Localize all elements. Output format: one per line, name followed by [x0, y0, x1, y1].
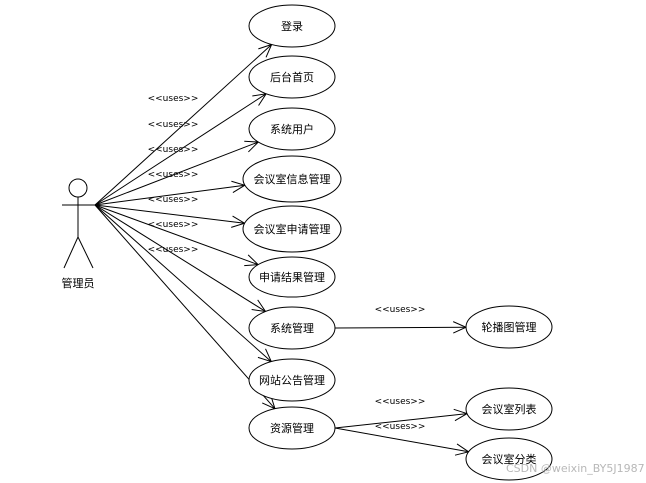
use-case-ellipse	[248, 306, 336, 350]
relation-label: <<uses>>	[148, 195, 199, 205]
relation-system-management-carousel-management	[334, 321, 468, 334]
actor-right-leg	[77, 236, 94, 269]
use-case-resource-management[interactable]: 资源管理	[248, 406, 336, 450]
relation-line	[94, 141, 259, 206]
actor-label: 管理员	[62, 276, 95, 290]
use-case-ellipse	[242, 155, 342, 203]
relation-line	[334, 326, 467, 329]
relation-label: <<uses>>	[375, 422, 426, 432]
use-case-ellipse	[248, 4, 336, 48]
use-case-nodes: 登录后台首页系统用户会议室信息管理会议室申请管理申请结果管理系统管理网站公告管理…	[242, 4, 553, 481]
watermark: CSDN @weixin_BY5J1987	[506, 462, 645, 475]
use-case-meeting-room-info[interactable]: 会议室信息管理	[242, 155, 342, 203]
relation-line	[94, 44, 272, 206]
relation-line	[94, 204, 266, 312]
relation-lines	[94, 43, 470, 456]
use-case-ellipse	[248, 107, 336, 151]
relation-line	[94, 93, 267, 206]
use-case-label: 系统用户	[270, 122, 314, 136]
use-case-label: 会议室申请管理	[254, 222, 331, 236]
use-case-meeting-room-list[interactable]: 会议室列表	[465, 387, 553, 431]
relation-resource-management-meeting-room-category	[334, 427, 470, 456]
relation-label: <<uses>>	[148, 245, 199, 255]
relation-label: <<uses>>	[148, 120, 199, 130]
relation-labels: <<uses>> <<uses>> <<uses>> <<uses>> <<uses>>…	[148, 94, 426, 432]
use-case-label: 后台首页	[270, 70, 314, 84]
use-case-ellipse	[248, 406, 336, 450]
use-case-application-result[interactable]: 申请结果管理	[248, 256, 336, 298]
relation-label: <<uses>>	[375, 305, 426, 315]
use-case-login[interactable]: 登录	[248, 4, 336, 48]
use-case-ellipse	[465, 305, 553, 349]
use-case-label: 资源管理	[270, 421, 314, 435]
use-case-ellipse	[248, 358, 336, 402]
relation-line	[94, 204, 276, 410]
use-case-label: 会议室信息管理	[254, 172, 331, 186]
relation-line	[94, 204, 245, 224]
use-case-ellipse	[465, 387, 553, 431]
use-case-label: 申请结果管理	[259, 270, 325, 284]
relation-label: <<uses>>	[148, 145, 199, 155]
use-case-label: 会议室分类	[482, 452, 537, 466]
relation-line	[334, 413, 468, 429]
use-case-label: 登录	[281, 19, 303, 33]
use-case-system-users[interactable]: 系统用户	[248, 107, 336, 151]
use-case-carousel-management[interactable]: 轮播图管理	[465, 305, 553, 349]
use-case-ellipse	[465, 437, 553, 481]
use-case-label: 轮播图管理	[482, 320, 537, 334]
use-case-label: 系统管理	[270, 321, 314, 335]
use-case-ellipse	[248, 256, 336, 298]
use-case-ellipse	[242, 205, 342, 253]
relation-label: <<uses>>	[148, 220, 199, 230]
relation-line	[94, 184, 245, 206]
use-case-meeting-room-application[interactable]: 会议室申请管理	[242, 205, 342, 253]
use-case-label: 网站公告管理	[259, 373, 325, 387]
relation-line	[334, 427, 469, 453]
use-case-meeting-room-category[interactable]: 会议室分类	[465, 437, 553, 481]
actor-administrator[interactable]: 管理员	[62, 178, 96, 290]
actor-left-leg	[63, 236, 79, 269]
use-case-system-management[interactable]: 系统管理	[248, 306, 336, 350]
relation-label: <<uses>>	[148, 94, 199, 104]
actor-head	[68, 178, 88, 198]
use-case-ellipse	[248, 55, 336, 99]
relation-line	[94, 204, 272, 362]
use-case-backend-home[interactable]: 后台首页	[248, 55, 336, 99]
relation-label: <<uses>>	[148, 170, 199, 180]
use-case-label: 会议室列表	[482, 402, 537, 416]
relation-label: <<uses>>	[375, 397, 426, 407]
relation-line	[94, 204, 259, 266]
use-case-site-announcement[interactable]: 网站公告管理	[248, 358, 336, 402]
